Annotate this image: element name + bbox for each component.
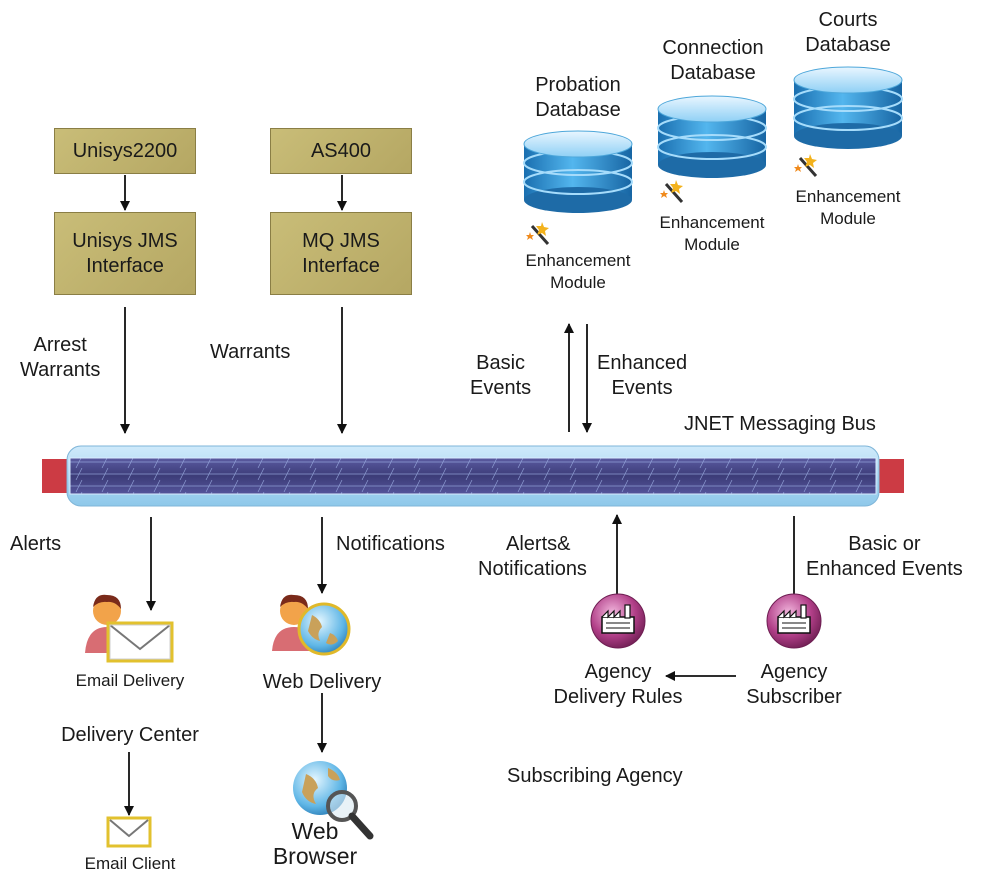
connection-module-line2: Module [684, 235, 740, 254]
courts-module-line2: Module [820, 209, 876, 228]
basic-or-line1: Basic or [848, 533, 921, 555]
envelope-icon [106, 816, 152, 848]
alerts-notifications-label: Alerts& Notifications [478, 532, 587, 582]
agency-subscriber-line1: Agency [760, 661, 828, 683]
delivery-center-label: Delivery Center [61, 724, 199, 746]
courts-database-label: Courts Database [794, 8, 902, 58]
agency-rules-line2: Delivery Rules [553, 686, 683, 708]
web-browser-icon [293, 761, 374, 840]
basic-events-line1: Basic [476, 352, 526, 374]
connection-database-label: Connection Database [654, 36, 772, 86]
agency-subscriber-line2: Subscriber [746, 686, 842, 708]
agency-delivery-rules-icon [590, 593, 646, 649]
basic-or-line2: Enhanced Events [806, 558, 963, 580]
warrants-label: Warrants [210, 341, 291, 363]
unisys-jms-label-line1: Unisys JMS [72, 229, 178, 252]
magic-wand-icon [794, 154, 818, 177]
probation-name-line2: Database [535, 99, 621, 121]
arrest-label-line2: Warrants [20, 359, 101, 381]
alerts-notifications-line1: Alerts& [506, 533, 571, 555]
email-delivery-label: Email Delivery [75, 671, 185, 690]
alerts-label: Alerts [10, 533, 62, 555]
arrest-warrants-label: Arrest Warrants [20, 333, 100, 383]
unisys-jms-interface-box: Unisys JMS Interface [54, 212, 196, 295]
web-browser-line1: Web [291, 818, 339, 844]
probation-name-line1: Probation [535, 74, 621, 96]
notifications-label: Notifications [336, 533, 445, 555]
mq-jms-label-line1: MQ JMS [302, 229, 380, 252]
magic-wand-icon [660, 180, 684, 203]
email-delivery-icon [85, 594, 174, 663]
mq-jms-interface-box: MQ JMS Interface [270, 212, 412, 295]
probation-database-label: Probation Database [524, 73, 632, 123]
web-delivery-label: Web Delivery [262, 671, 382, 693]
subscribing-agency-label: Subscribing Agency [507, 765, 683, 787]
connection-module-line1: Enhancement [659, 213, 765, 232]
as400-label: AS400 [310, 139, 372, 162]
agency-subscriber-label: Agency Subscriber [724, 660, 864, 710]
as400-box: AS400 [270, 128, 412, 174]
connection-enhancement-module-label: Enhancement Module [648, 212, 776, 256]
agency-subscriber-icon [766, 593, 822, 649]
probation-module-line2: Module [550, 273, 606, 292]
agency-rules-line1: Agency [584, 661, 652, 683]
courts-name-line2: Database [805, 34, 891, 56]
jnet-messaging-bus [42, 445, 904, 507]
basic-or-enhanced-label: Basic or Enhanced Events [806, 532, 963, 582]
probation-module-line1: Enhancement [525, 251, 631, 270]
unisys2200-label: Unisys2200 [72, 139, 178, 162]
web-delivery-icon [272, 594, 351, 656]
probation-enhancement-module-label: Enhancement Module [514, 250, 642, 294]
web-browser-line2: Browser [272, 843, 358, 869]
alerts-notifications-line2: Notifications [478, 558, 587, 580]
courts-name-line1: Courts [818, 9, 878, 31]
courts-module-line1: Enhancement [795, 187, 901, 206]
agency-delivery-rules-label: Agency Delivery Rules [538, 660, 698, 710]
courts-enhancement-module-label: Enhancement Module [784, 186, 912, 230]
jnet-bus-label: JNET Messaging Bus [684, 413, 876, 435]
unisys2200-box: Unisys2200 [54, 128, 196, 174]
probation-database-icon [523, 130, 633, 213]
courts-database-icon [793, 66, 903, 149]
email-client-label: Email Client [84, 854, 176, 873]
magic-wand-icon [526, 222, 550, 245]
connection-name-line2: Database [670, 62, 756, 84]
web-browser-label: Web Browser [250, 819, 380, 869]
basic-events-label: Basic Events [470, 351, 531, 401]
enhanced-events-label: Enhanced Events [597, 351, 687, 401]
arrest-label-line1: Arrest [33, 334, 87, 356]
enhanced-events-line1: Enhanced [597, 352, 688, 374]
enhanced-events-line2: Events [611, 377, 673, 399]
mq-jms-label-line2: Interface [302, 254, 380, 277]
basic-events-line2: Events [470, 377, 532, 399]
connection-database-icon [657, 95, 767, 178]
unisys-jms-label-line2: Interface [86, 254, 164, 277]
connection-name-line1: Connection [662, 37, 764, 59]
